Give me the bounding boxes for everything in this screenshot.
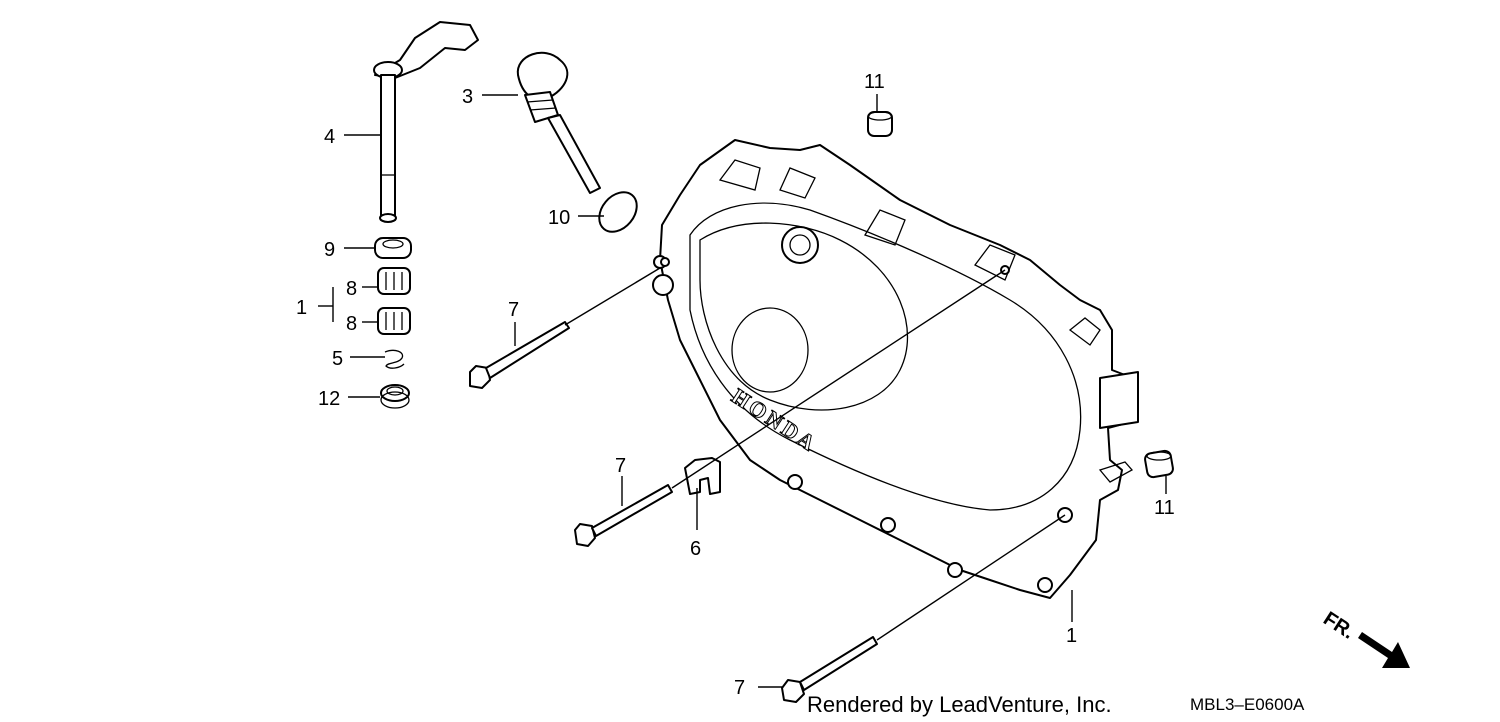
front-direction-arrow: FR. bbox=[1319, 608, 1410, 668]
callout-8-lower: 8 bbox=[346, 313, 357, 335]
callout-7-bottom: 7 bbox=[734, 677, 745, 699]
footer-credit: Rendered by LeadVenture, Inc. bbox=[807, 692, 1112, 717]
bolt-top bbox=[469, 321, 570, 389]
callout-4: 4 bbox=[324, 126, 335, 148]
needle-bearing-lower bbox=[377, 307, 411, 335]
oil-seal bbox=[374, 237, 412, 259]
callout-12: 12 bbox=[318, 388, 340, 410]
callout-3: 3 bbox=[462, 86, 473, 108]
callout-11-top: 11 bbox=[864, 71, 885, 93]
callout-1-bottom: 1 bbox=[1066, 625, 1077, 647]
leader-lines bbox=[318, 94, 1167, 688]
direction-label: FR. bbox=[1319, 608, 1358, 644]
shift-spindle bbox=[373, 21, 479, 223]
callout-11-right: 11 bbox=[1154, 497, 1175, 519]
needle-bearing-upper bbox=[377, 267, 411, 295]
callout-1-left: 1 bbox=[296, 297, 307, 319]
dowel-pin-right bbox=[1144, 449, 1174, 479]
callout-10: 10 bbox=[548, 207, 570, 229]
dowel-pin-top bbox=[867, 111, 893, 137]
crankcase-cover: HONDA bbox=[652, 139, 1139, 599]
diagram-code: MBL3–E0600A bbox=[1190, 695, 1305, 714]
oil-filler-cap bbox=[516, 51, 601, 194]
callout-8-upper: 8 bbox=[346, 278, 357, 300]
bolt-middle bbox=[574, 484, 673, 547]
spring-clip bbox=[384, 349, 405, 369]
callout-9: 9 bbox=[324, 239, 335, 261]
washer bbox=[380, 384, 410, 409]
callout-7-middle: 7 bbox=[615, 455, 626, 477]
callout-7-top: 7 bbox=[508, 299, 519, 321]
callout-5: 5 bbox=[332, 348, 343, 370]
o-ring bbox=[598, 191, 638, 233]
callout-6: 6 bbox=[690, 538, 701, 560]
bolt-bottom bbox=[781, 636, 878, 703]
